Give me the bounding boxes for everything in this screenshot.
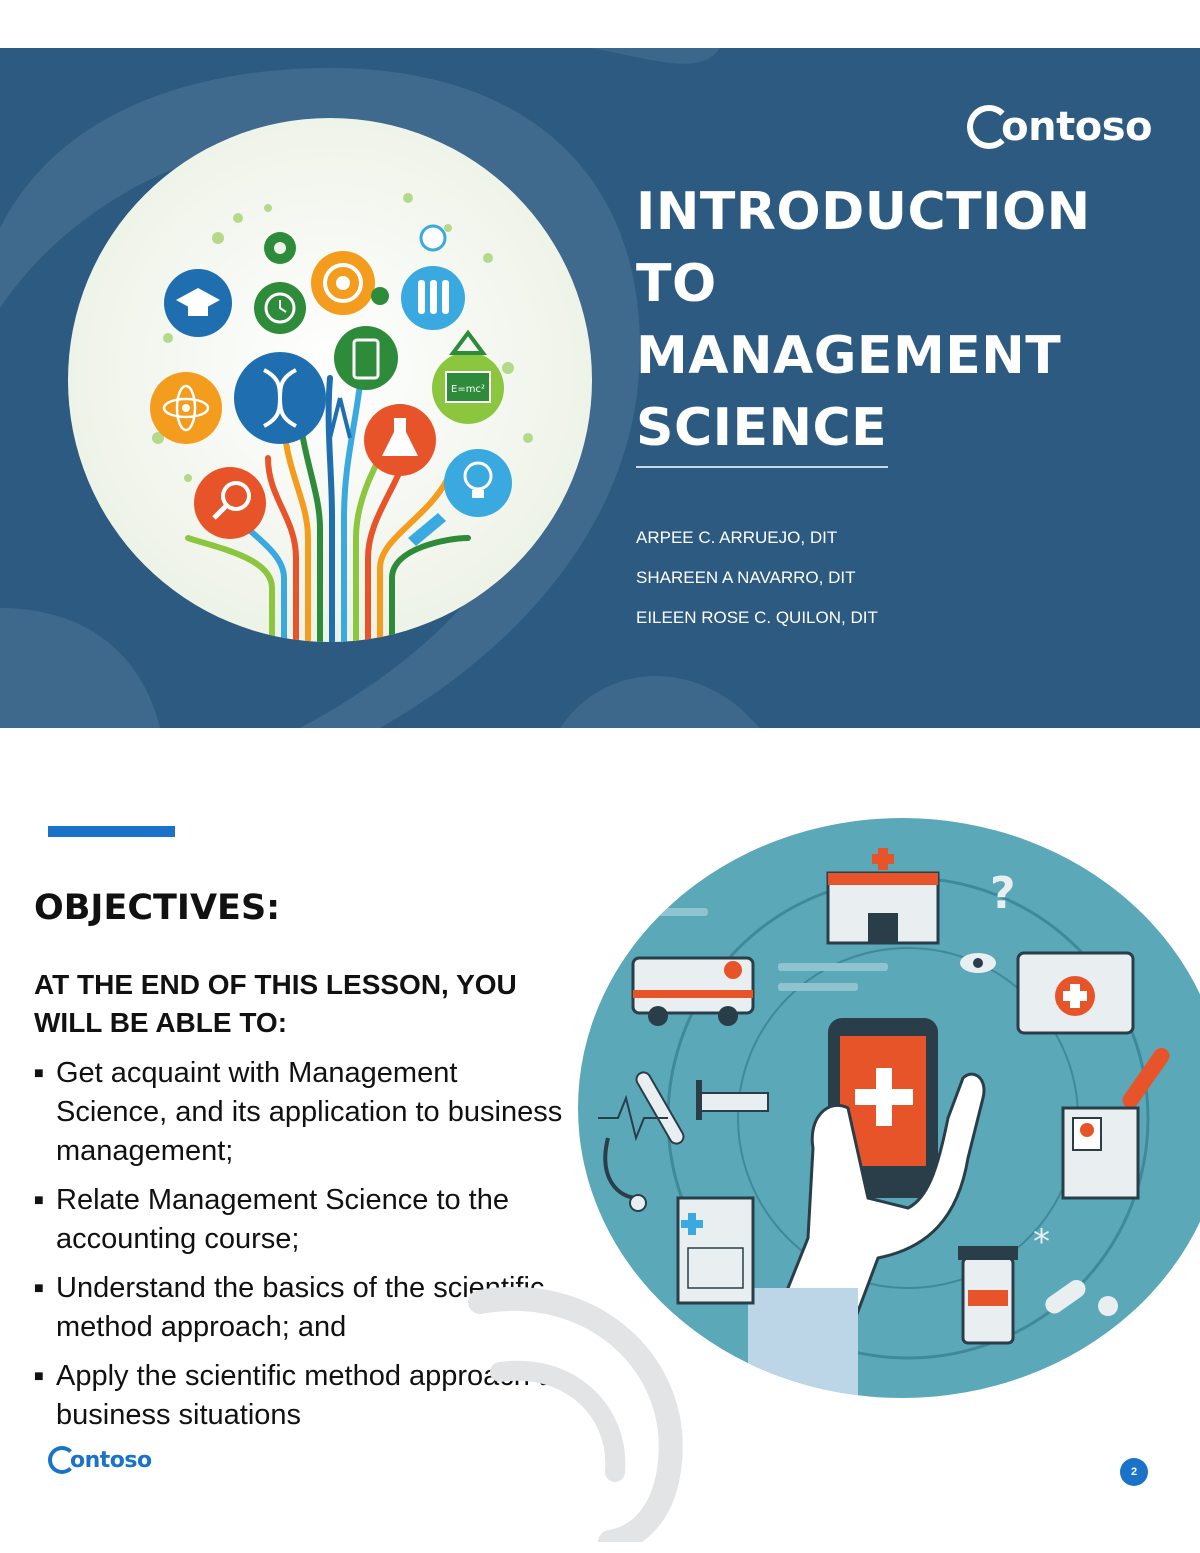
eye-icon [960, 953, 996, 973]
svg-text:E=mc²: E=mc² [451, 384, 485, 395]
title-line: TO [636, 254, 717, 314]
objectives-subheading: AT THE END OF THIS LESSON, YOU WILL BE A… [34, 969, 517, 1038]
medical-chart-icon [676, 1196, 755, 1305]
alarm-clock-icon [254, 282, 306, 334]
objective-text: Apply the scientific method approach to … [56, 1360, 563, 1431]
dna-icon [234, 352, 326, 444]
list-item: ■ Relate Management Science to the accoun… [34, 1181, 574, 1259]
author-name: ARPEE C. ARRUEJO, DIT [636, 528, 838, 547]
test-tubes-icon [401, 266, 465, 330]
contoso-logo: ontoso [48, 1446, 152, 1474]
flask-icon [364, 404, 436, 476]
logo-c-mark-icon [48, 1446, 76, 1474]
first-aid-kit-icon [1016, 951, 1135, 1035]
atom-icon [150, 372, 222, 444]
magnifier-icon [194, 467, 266, 539]
square-bullet-icon: ■ [34, 1280, 44, 1297]
ambulance-icon [631, 956, 755, 1026]
slide-title: INTRODUCTION TO MANAGEMENT SCIENCE [636, 176, 1091, 464]
title-line: MANAGEMENT [636, 326, 1062, 386]
asterisk-icon: * [1033, 1222, 1050, 1262]
lightbulb-icon [444, 449, 512, 517]
medical-illustration: ? [578, 818, 1200, 1398]
square-bullet-icon: ■ [34, 1192, 44, 1209]
compass-icon [328, 397, 352, 439]
logo-text: ontoso [1001, 104, 1152, 150]
square-bullet-icon: ■ [34, 1368, 44, 1385]
logo-c-mark-icon [967, 105, 1012, 149]
chalkboard-icon: E=mc² [432, 329, 504, 424]
pencil-icon [408, 513, 446, 546]
svg-text:?: ? [990, 868, 1016, 919]
title-divider [636, 466, 888, 468]
objectives-list: ■ Get acquaint with Management Science, a… [34, 1054, 574, 1445]
question-mark-icon: ? [990, 868, 1016, 919]
decorative-rings [468, 1286, 683, 1542]
objective-text: Understand the basics of the scientific … [56, 1272, 545, 1343]
test-tube-icon [1122, 1047, 1170, 1109]
apple-icon [371, 287, 389, 305]
graduation-cap-icon [164, 269, 232, 337]
list-item: ■ Understand the basics of the scientific… [34, 1269, 574, 1347]
title-line: SCIENCE [636, 398, 888, 458]
objective-text: Relate Management Science to the account… [56, 1184, 509, 1255]
objectives-heading: OBJECTIVES: [34, 888, 281, 928]
science-tree-illustration: E=mc² [68, 118, 592, 642]
bed-icon [696, 1080, 769, 1120]
capsule-icon [1045, 1279, 1118, 1316]
id-card-icon [1061, 1106, 1140, 1200]
gear-icon [264, 232, 296, 264]
title-line: INTRODUCTION [636, 182, 1091, 242]
hospital-icon [826, 848, 940, 945]
title-slide: E=mc² [0, 48, 1200, 728]
thermometer-icon [635, 1071, 685, 1145]
objective-text: Get acquaint with Management Science, an… [56, 1057, 563, 1167]
flask-top-icon [419, 224, 447, 252]
background-swoosh [0, 48, 760, 728]
stethoscope-icon [603, 1137, 647, 1212]
author-list: ARPEE C. ARRUEJO, DIT SHAREEN A NAVARRO,… [636, 518, 878, 638]
list-item: ■ Apply the scientific method approach to… [34, 1357, 574, 1435]
logo-text: ontoso [70, 1447, 152, 1473]
pill-bottle-icon [958, 1246, 1018, 1345]
accent-bar [48, 826, 175, 837]
contoso-logo: ontoso [967, 104, 1152, 150]
hand-icon [748, 1072, 986, 1398]
target-icon [311, 251, 375, 315]
square-bullet-icon: ■ [34, 1065, 44, 1082]
page-number-badge: 2 [1120, 1458, 1148, 1486]
author-name: EILEEN ROSE C. QUILON, DIT [636, 608, 878, 627]
author-name: SHAREEN A NAVARRO, DIT [636, 568, 856, 587]
list-item: ■ Get acquaint with Management Science, a… [34, 1054, 574, 1171]
smartphone-icon [334, 326, 398, 390]
